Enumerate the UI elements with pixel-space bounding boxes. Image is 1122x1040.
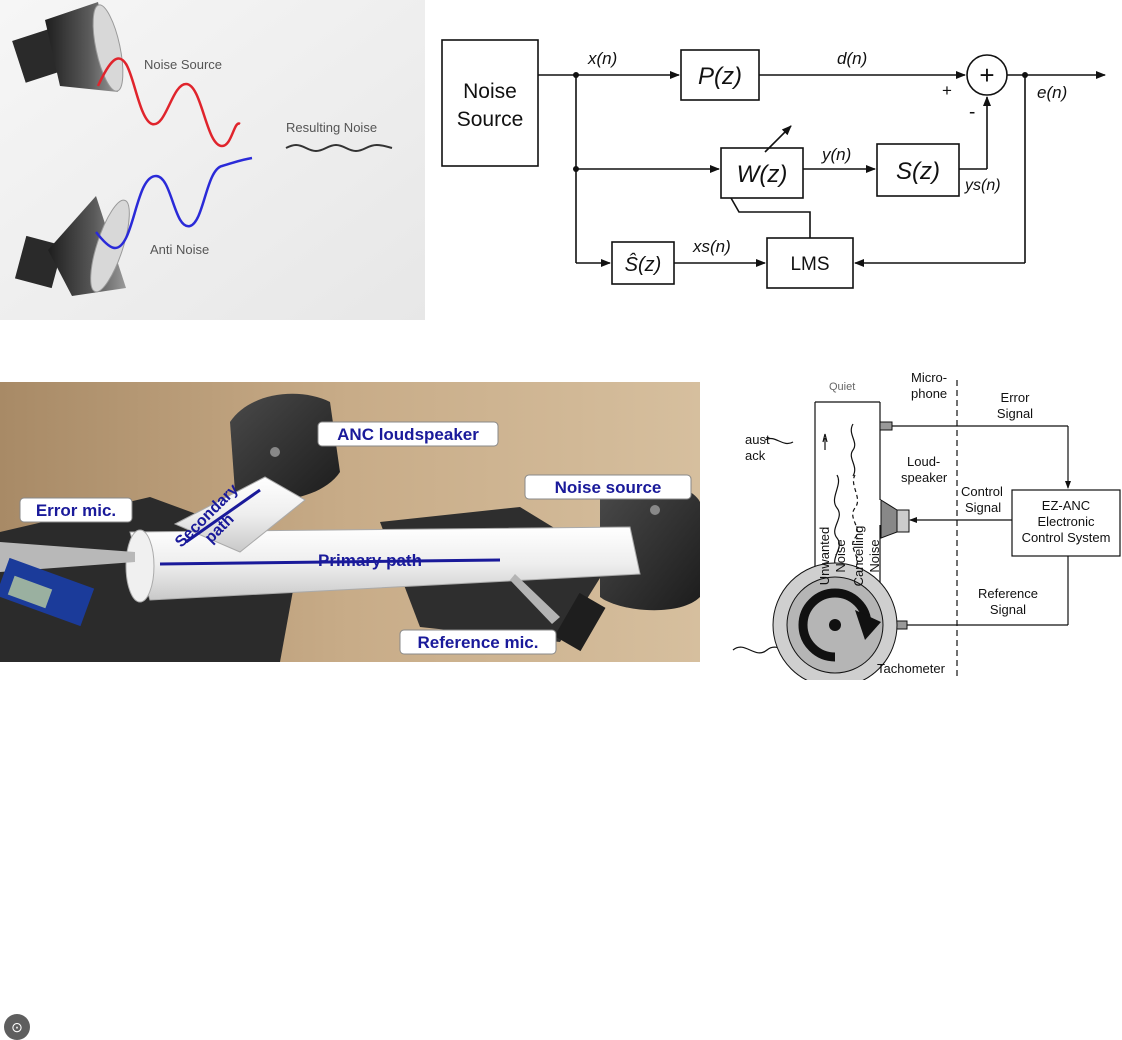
d-n-label: d(n): [837, 49, 867, 68]
s-hat-label: Ŝ(z): [625, 252, 662, 276]
error-mic-label: Error mic.: [36, 501, 116, 520]
reference-signal-line1: Reference: [978, 586, 1038, 601]
anti-noise-label: Anti Noise: [150, 242, 209, 257]
anc-concept-panel: Noise Source Anti Noise Resulting Noise: [0, 0, 425, 320]
anc-setup-photo: ANC loudspeaker Noise source Error mic. …: [0, 382, 700, 1040]
s-z-label: S(z): [896, 158, 940, 185]
secondary-pipe: [173, 476, 306, 553]
loudspeaker-icon: [880, 499, 910, 539]
cancelling-noise-line1: Cancelling: [851, 526, 866, 587]
microphone-label-line1: Micro-: [911, 370, 947, 385]
noise-source-block-line1: Noise: [463, 80, 517, 103]
primary-pipe: [125, 526, 641, 603]
ez-anc-line1: EZ-ANC: [1042, 498, 1090, 513]
w-z-block: [720, 147, 804, 199]
ez-anc-line3: Control System: [1022, 530, 1111, 545]
noise-source-block-line2: Source: [457, 108, 524, 131]
lms-label: LMS: [790, 254, 829, 275]
fan-rotor-icon: [772, 562, 898, 688]
anti-noise-wave: [95, 156, 253, 250]
noise-source-photo-label: Noise source: [555, 478, 662, 497]
unwanted-noise-line1: Unwanted: [817, 527, 832, 586]
anc-duct-schematic: Quiet aust ack Micro- phone Error Signal…: [725, 360, 1122, 688]
noise-source-speaker-photo: [600, 483, 700, 611]
anc-block-diagram: Noise Source x(n) P(z) d(n) + + - e(n) W…: [425, 20, 1122, 320]
speaker-bottom-icon: [14, 196, 130, 296]
noise-wave: [96, 57, 241, 148]
resulting-noise-label: Resulting Noise: [286, 120, 377, 135]
p-z-label: P(z): [698, 63, 742, 90]
anc-loudspeaker-photo: [230, 393, 340, 501]
noise-source-block: [441, 39, 539, 167]
lens-search-icon[interactable]: ⊙: [4, 1014, 30, 1040]
primary-path-label: Primary path: [318, 551, 422, 570]
microphone-sensor: [879, 421, 893, 431]
reference-mic-photo: [510, 574, 606, 652]
loudspeaker-label-line2: speaker: [901, 470, 948, 485]
control-signal-line2: Signal: [965, 500, 1001, 515]
ez-anc-box: [1011, 489, 1121, 557]
anc-loudspeaker-label: ANC loudspeaker: [337, 425, 479, 444]
loudspeaker-label-line1: Loud-: [907, 454, 940, 469]
ez-anc-line2: Electronic: [1037, 514, 1095, 529]
cancelling-noise-line2: Noise: [867, 539, 882, 572]
reference-signal-line2: Signal: [990, 602, 1026, 617]
error-signal-line2: Signal: [997, 406, 1033, 421]
error-mic-photo: [0, 542, 135, 627]
y-n-label: y(n): [821, 145, 851, 164]
ys-n-label: ys(n): [964, 177, 1001, 194]
quiet-label: Quiet: [829, 381, 855, 393]
reference-mic-label: Reference mic.: [418, 633, 539, 652]
unwanted-noise-line2: Noise: [833, 539, 848, 572]
xs-n-label: xs(n): [692, 237, 731, 256]
minus-label: -: [969, 102, 975, 123]
s-z-block: [876, 143, 960, 197]
noise-source-label: Noise Source: [144, 57, 222, 72]
exhaust-label-line1: aust: [745, 432, 770, 447]
error-signal-line1: Error: [1001, 390, 1031, 405]
e-n-label: e(n): [1037, 83, 1067, 102]
tachometer-label: Tachometer: [877, 661, 946, 676]
plus-label: +: [942, 81, 952, 100]
resulting-noise-wave: [285, 144, 393, 152]
microphone-label-line2: phone: [911, 386, 947, 401]
w-z-label: W(z): [737, 161, 788, 188]
speaker-top-icon: [12, 2, 124, 92]
sum-symbol: +: [979, 60, 994, 90]
control-signal-line1: Control: [961, 484, 1003, 499]
exhaust-label-line2: ack: [745, 448, 766, 463]
x-n-label: x(n): [587, 49, 617, 68]
